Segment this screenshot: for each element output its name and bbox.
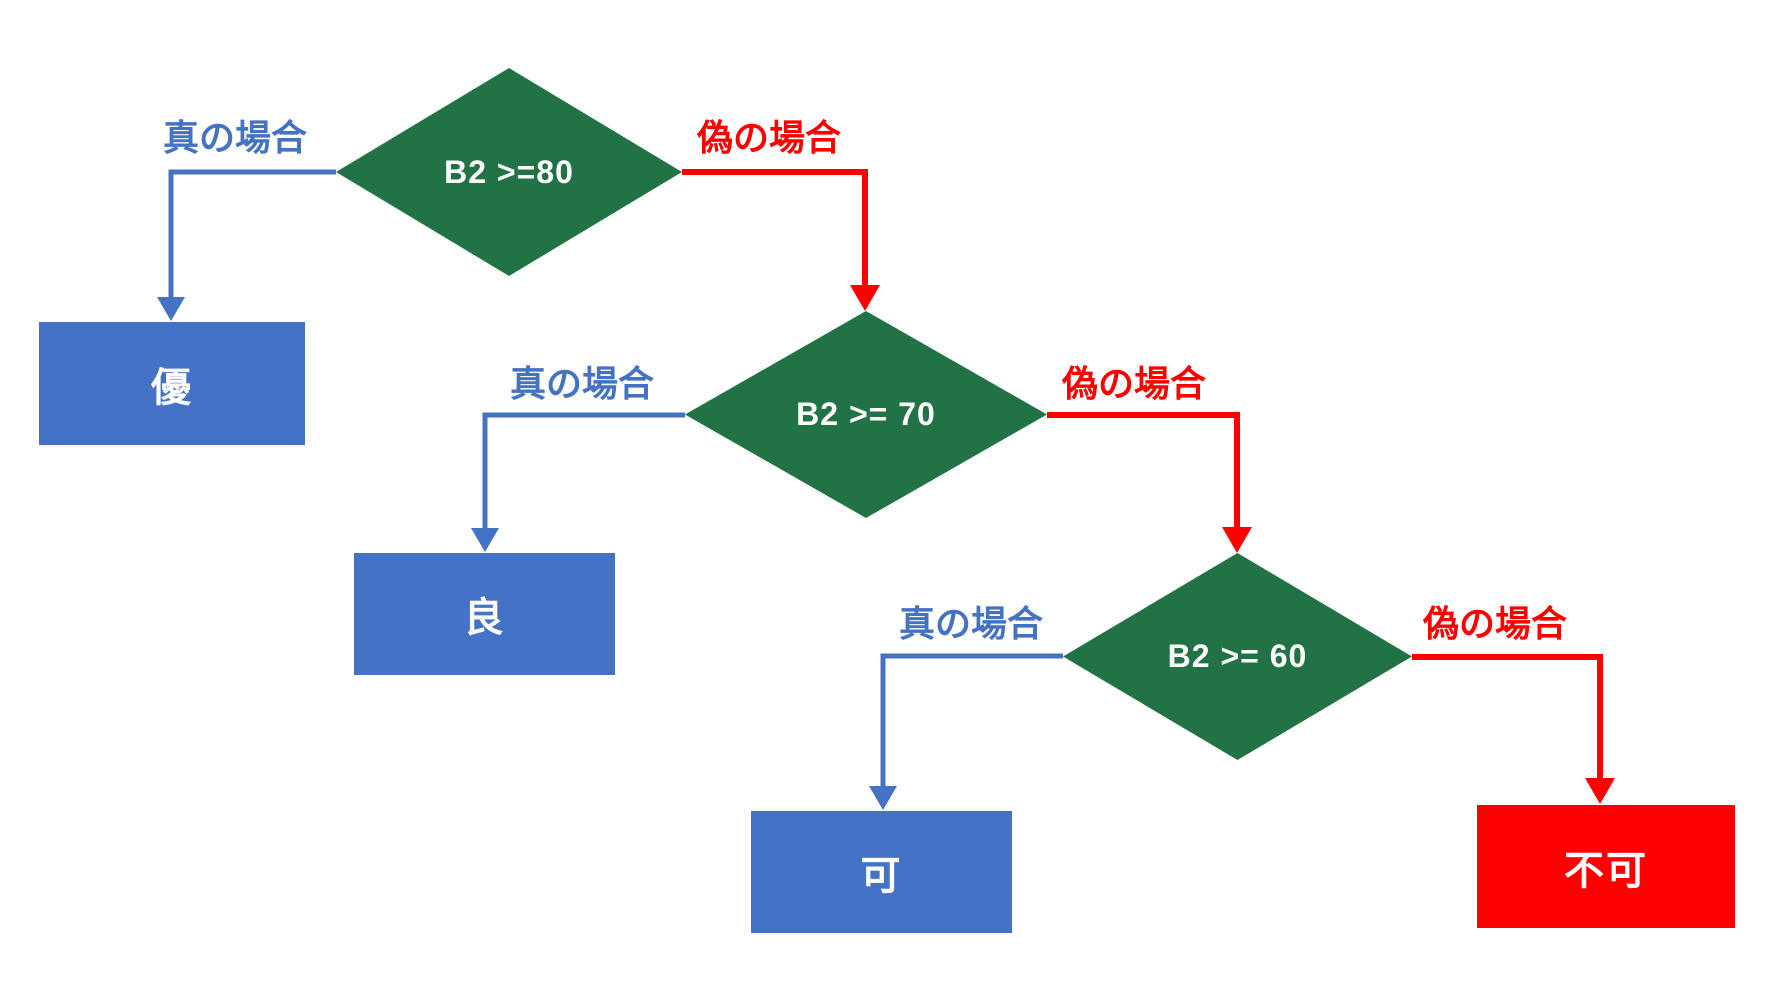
true-arrow-d3-to-pass: [869, 653, 1063, 810]
true-arrow-d2-to-good: [471, 412, 685, 552]
result-label: 良: [463, 596, 506, 640]
decision-label: B2 >=80: [444, 153, 574, 190]
false-arrow-d3-to-fail: [1412, 654, 1615, 804]
result-label: 不可: [1564, 848, 1648, 893]
result-node-fail: 不可: [1477, 805, 1735, 928]
edge-label-d1-true: 真の場合: [163, 117, 308, 158]
result-node-pass: 可: [751, 811, 1012, 933]
result-label: 優: [151, 365, 193, 410]
edge-label-d1-false: 偽の場合: [697, 117, 842, 158]
decision-label: B2 >= 70: [796, 396, 936, 432]
result-label: 可: [860, 854, 903, 898]
edge-label-d2-true: 真の場合: [510, 363, 655, 404]
edge-label-d3-false: 偽の場合: [1423, 603, 1568, 644]
true-arrow-d1-to-excellent: [157, 169, 336, 321]
false-arrow-d1-to-d2: [682, 169, 880, 311]
false-arrow-d2-to-d3: [1047, 412, 1252, 553]
edge-label-d3-true: 真の場合: [899, 603, 1044, 644]
decision-label: B2 >= 60: [1167, 638, 1308, 674]
edge-label-d2-false: 偽の場合: [1062, 363, 1207, 404]
result-node-excellent: 優: [39, 322, 305, 445]
result-node-good: 良: [354, 553, 615, 675]
